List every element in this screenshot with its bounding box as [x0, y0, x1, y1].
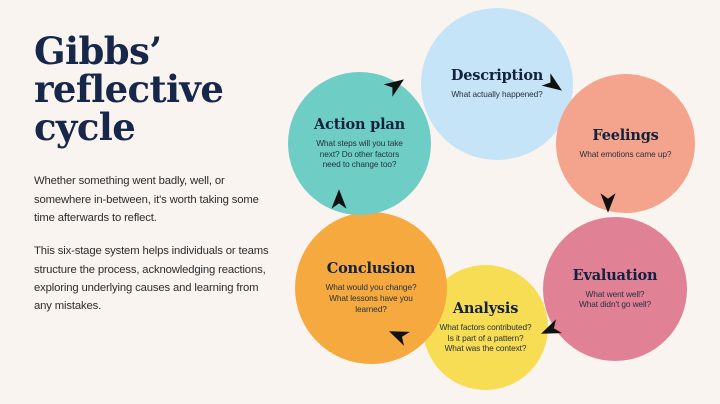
cycle-diagram: Description What actually happened? Feel… [283, 0, 720, 404]
cycle-stage-evaluation[interactable]: Evaluation What went well? What didn't g… [543, 217, 687, 361]
stage-question-description: What actually happened? [451, 89, 543, 99]
stage-question-evaluation: What went well? What didn't go well? [579, 288, 651, 310]
cycle-stage-conclusion[interactable]: Conclusion What would you change? What l… [295, 212, 447, 364]
stage-question-conclusion: What would you change? What lessons have… [325, 282, 417, 314]
cycle-stage-action-plan[interactable]: Action plan What steps will you take nex… [288, 72, 431, 215]
stage-label-action-plan: Action plan [314, 115, 405, 133]
stage-question-action-plan: What steps will you take next? Do other … [316, 137, 403, 170]
stage-question-feelings: What emotions came up? [579, 148, 672, 159]
intro-paragraph-2: This six-stage system helps individuals … [34, 245, 269, 313]
page-title: Gibbs’ reflective cycle [34, 29, 224, 150]
cycle-stage-description[interactable]: Description What actually happened? [421, 8, 573, 160]
cycle-stage-feelings[interactable]: Feelings What emotions came up? [556, 74, 695, 213]
intro-paragraph-1: Whether something went badly, well, or s… [34, 175, 259, 224]
intro-column: Gibbs’ reflective cycle Whether somethin… [34, 32, 279, 315]
stage-label-conclusion: Conclusion [326, 260, 416, 278]
stage-label-analysis: Analysis [452, 299, 519, 317]
stage-label-evaluation: Evaluation [572, 266, 658, 284]
stage-label-description: Description [450, 67, 544, 85]
stage-label-feelings: Feelings [592, 126, 659, 144]
stage-question-analysis: What factors contributed? Is it part of … [439, 321, 532, 354]
